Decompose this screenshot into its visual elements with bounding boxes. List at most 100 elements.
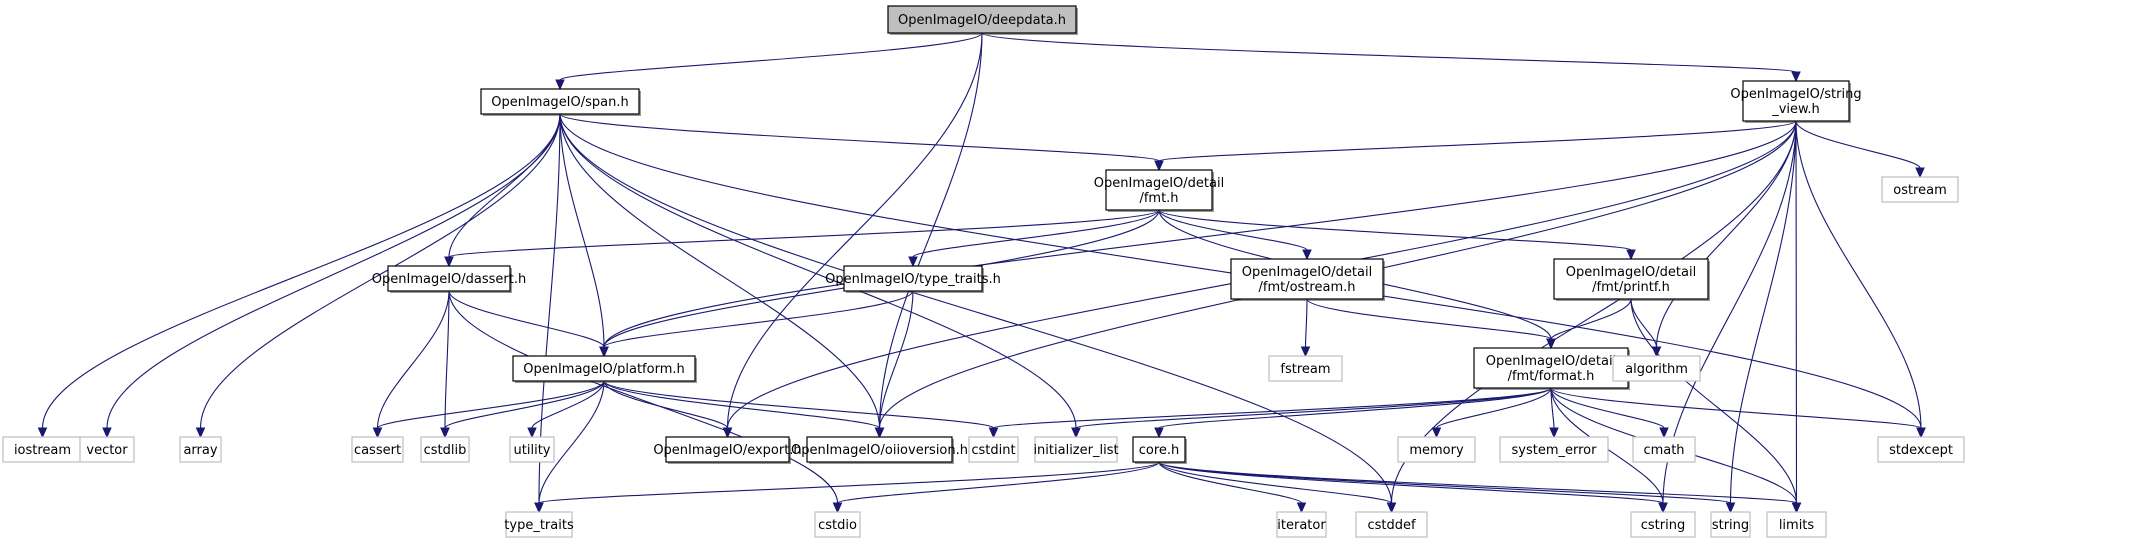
edge-line bbox=[1306, 298, 1552, 340]
arrowhead-icon bbox=[1658, 502, 1668, 514]
arrowhead-icon bbox=[1915, 167, 1925, 179]
node-label: iostream bbox=[14, 443, 71, 458]
node-oiioversion[interactable]: OpenImageIO/oiioversion.h bbox=[791, 436, 968, 464]
edge-line bbox=[1435, 387, 1552, 429]
node-label: fstream bbox=[1280, 362, 1330, 377]
node-deepdata[interactable]: OpenImageIO/deepdata.h bbox=[887, 5, 1078, 35]
arrowhead-icon bbox=[444, 256, 454, 268]
node-label: utility bbox=[514, 443, 551, 458]
node-cassert: cassert bbox=[351, 436, 404, 463]
edge-line bbox=[603, 380, 995, 429]
edge-core-to-cstddef bbox=[1158, 461, 1397, 514]
node-label: OpenImageIO/type_traits.h bbox=[825, 272, 1001, 287]
node-label: _view.h bbox=[1771, 102, 1820, 117]
edge-line bbox=[559, 113, 1393, 504]
arrowhead-icon bbox=[37, 427, 48, 439]
edge-string-view-to-limits bbox=[1791, 120, 1802, 514]
node-box bbox=[387, 265, 511, 292]
edge-line bbox=[912, 209, 1160, 258]
arrowhead-icon bbox=[527, 427, 537, 439]
edge-line bbox=[1158, 461, 1798, 504]
edge-line bbox=[1550, 387, 1665, 429]
node-fmt-printf[interactable]: OpenImageIO/detail/fmt/printf.h bbox=[1553, 258, 1710, 301]
node-stdexcept: stdexcept bbox=[1877, 436, 1965, 463]
edge-string-view-to-ostream bbox=[1795, 120, 1925, 179]
edge-line bbox=[376, 290, 450, 429]
node-dassert[interactable]: OpenImageIO/dassert.h bbox=[372, 265, 526, 293]
edge-line bbox=[878, 32, 983, 429]
node-cstddef: cstddef bbox=[1355, 511, 1428, 538]
arrowhead-icon bbox=[1549, 427, 1559, 439]
edge-line bbox=[1795, 120, 1798, 504]
node-label: OpenImageIO/deepdata.h bbox=[898, 13, 1066, 28]
edge-line bbox=[444, 380, 605, 429]
edge-fmt-printf-to-fmt-format bbox=[1546, 298, 1632, 350]
edge-fmt-format-to-initializer-list bbox=[1071, 387, 1552, 439]
edge-line bbox=[1158, 387, 1552, 429]
node-span[interactable]: OpenImageIO/span.h bbox=[480, 88, 641, 116]
edge-fmt-ostream-to-fmt-format bbox=[1306, 298, 1556, 350]
node-label: OpenImageIO/export.h bbox=[653, 443, 801, 458]
edge-string-view-to-stdexcept bbox=[1795, 120, 1926, 439]
edge-type-traits-h-to-platform bbox=[599, 290, 914, 358]
node-box bbox=[814, 511, 861, 538]
arrowhead-icon bbox=[555, 79, 565, 91]
node-export[interactable]: OpenImageIO/export.h bbox=[653, 436, 802, 464]
node-label: ostream bbox=[1893, 183, 1947, 198]
edge-span-to-fmt bbox=[559, 113, 1164, 172]
node-utility: utility bbox=[509, 436, 555, 463]
edge-span-to-array bbox=[195, 113, 561, 439]
node-fmt[interactable]: OpenImageIO/detail/fmt.h bbox=[1094, 169, 1224, 212]
arrowhead-icon bbox=[1431, 427, 1442, 439]
edge-line bbox=[603, 380, 729, 429]
node-label: cassert bbox=[354, 443, 401, 458]
node-iterator: iterator bbox=[1276, 511, 1327, 538]
arrowhead-icon bbox=[988, 427, 999, 439]
node-limits: limits bbox=[1766, 511, 1827, 538]
edge-line bbox=[1158, 461, 1393, 504]
arrowhead-icon bbox=[1916, 427, 1926, 439]
node-platform[interactable]: OpenImageIO/platform.h bbox=[512, 355, 697, 383]
node-label: array bbox=[183, 443, 217, 458]
arrowhead-icon bbox=[832, 502, 843, 514]
node-box bbox=[1397, 436, 1476, 463]
node-box bbox=[1473, 347, 1629, 389]
edge-deepdata-to-span bbox=[555, 32, 983, 91]
node-label: core.h bbox=[1139, 443, 1180, 458]
edge-span-to-dassert bbox=[444, 113, 561, 268]
node-label: OpenImageIO/detail bbox=[1242, 265, 1372, 280]
node-box bbox=[512, 355, 696, 382]
edge-line bbox=[559, 113, 1160, 162]
node-box bbox=[843, 265, 983, 292]
node-box bbox=[2, 436, 83, 463]
edge-platform-to-cstdint bbox=[603, 380, 999, 439]
node-label: cstdlib bbox=[424, 443, 467, 458]
edge-core-to-type-traits bbox=[534, 461, 1160, 514]
node-string-view[interactable]: OpenImageIO/string_view.h bbox=[1730, 80, 1862, 123]
edge-platform-to-export bbox=[603, 380, 733, 439]
node-core[interactable]: core.h bbox=[1132, 436, 1187, 464]
edge-line bbox=[448, 290, 839, 504]
edge-line bbox=[448, 113, 561, 258]
node-box bbox=[1630, 511, 1696, 538]
edge-line bbox=[538, 461, 1160, 504]
arrowhead-icon bbox=[1546, 338, 1556, 350]
edge-dassert-to-platform bbox=[448, 290, 609, 358]
edge-fmt-to-type-traits-h bbox=[908, 209, 1160, 268]
node-label: string bbox=[1712, 518, 1749, 533]
edge-line bbox=[1158, 120, 1797, 162]
node-label: stdexcept bbox=[1889, 443, 1953, 458]
edge-line bbox=[1304, 298, 1308, 348]
edge-line bbox=[1729, 120, 1797, 504]
node-fmt-format[interactable]: OpenImageIO/detail/fmt/format.h bbox=[1473, 347, 1630, 390]
node-fmt-ostream[interactable]: OpenImageIO/detail/fmt/ostream.h bbox=[1230, 258, 1385, 301]
edge-line bbox=[559, 113, 881, 429]
node-type-traits-h[interactable]: OpenImageIO/type_traits.h bbox=[825, 265, 1001, 293]
arrowhead-icon bbox=[599, 346, 609, 358]
edge-fmt-format-to-stdexcept bbox=[1550, 387, 1926, 439]
node-box bbox=[806, 436, 953, 463]
edge-line bbox=[603, 380, 881, 429]
arrowhead-icon bbox=[1302, 249, 1312, 261]
node-label: cmath bbox=[1643, 443, 1684, 458]
arrowhead-icon bbox=[1386, 502, 1397, 514]
